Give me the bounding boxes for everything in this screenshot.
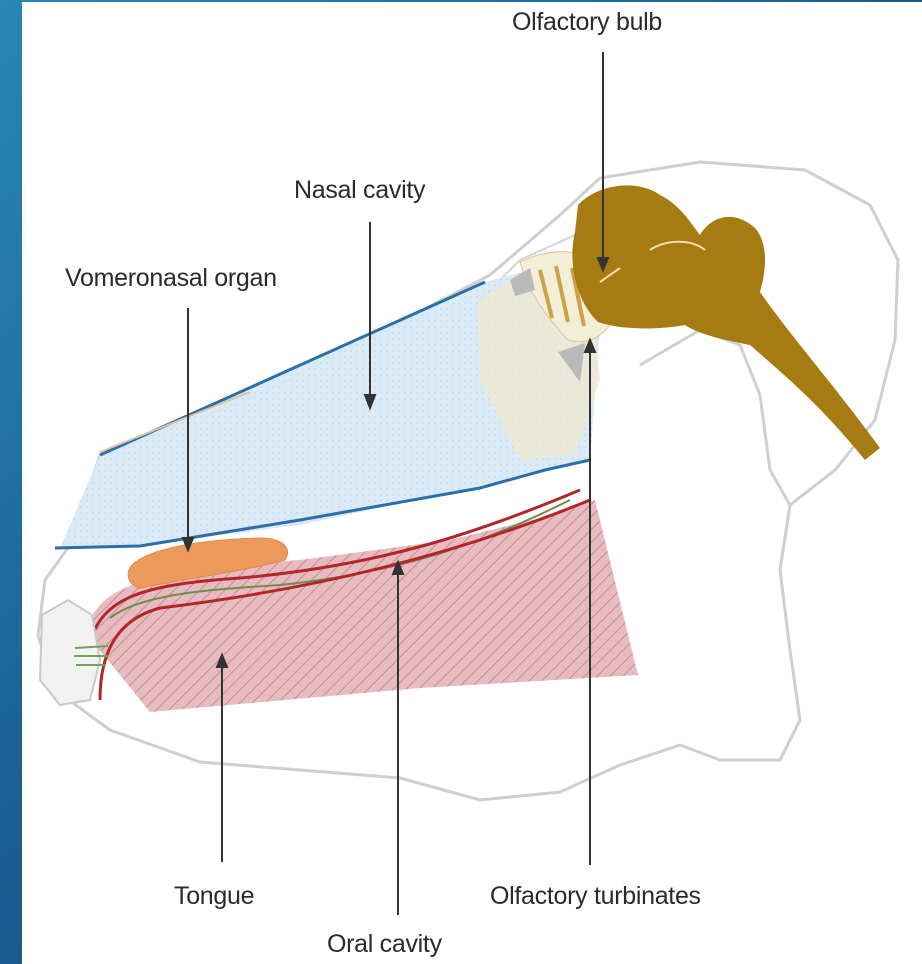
head-diagram [22, 2, 922, 964]
label-olfactory-turbinates: Olfactory turbinates [490, 882, 701, 911]
diagram-panel: Olfactory bulb Nasal cavity Vomeronasal … [22, 2, 922, 964]
label-oral-cavity: Oral cavity [327, 930, 442, 959]
label-tongue: Tongue [174, 882, 254, 911]
label-nasal-cavity: Nasal cavity [294, 176, 425, 205]
label-olfactory-bulb: Olfactory bulb [512, 8, 662, 37]
label-vomeronasal-organ: Vomeronasal organ [65, 264, 277, 293]
incisor-teeth [40, 600, 100, 705]
